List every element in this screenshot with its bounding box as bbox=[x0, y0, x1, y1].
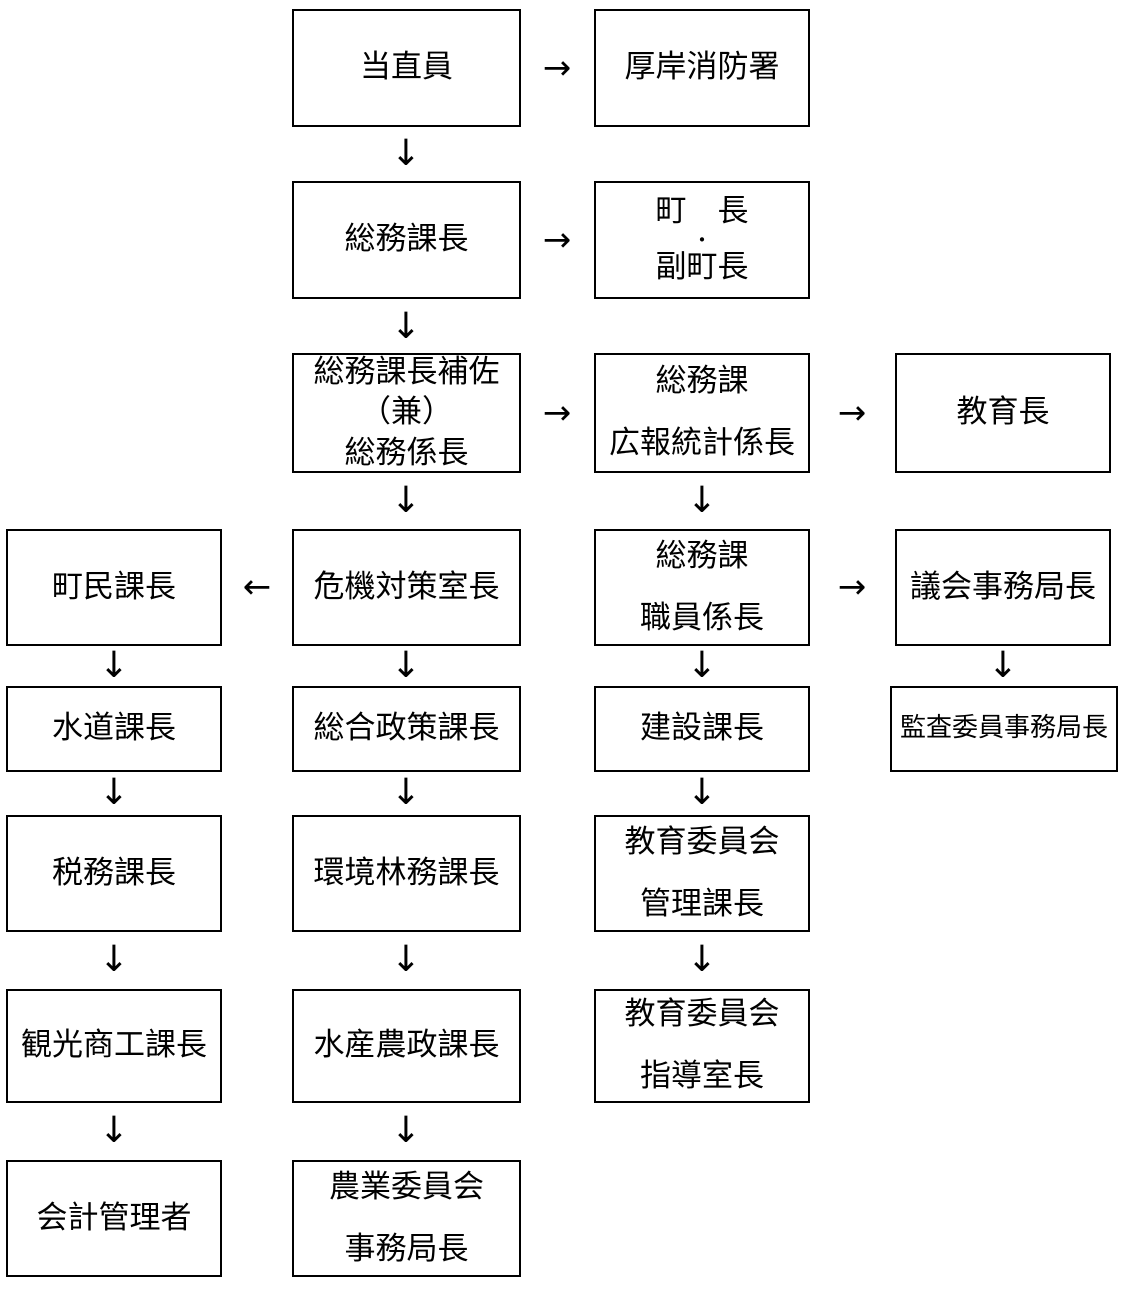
node-akkeshi-fire-station-label: 厚岸消防署 bbox=[624, 49, 780, 86]
down-arrow-icon: ↓ bbox=[686, 939, 718, 980]
node-superintendent-of-education: 教育長 bbox=[895, 353, 1111, 473]
right-arrow-icon: → bbox=[837, 393, 867, 433]
node-personnel-subsection-chief: 総務課 職員係長 bbox=[594, 529, 810, 646]
node-pr-statistics-subsection-chief: 総務課 広報統計係長 bbox=[594, 353, 810, 473]
node-audit-secretariat-head-label: 監査委員事務局長 bbox=[899, 713, 1108, 744]
node-edu-board-admin-section-chief: 教育委員会 管理課長 bbox=[594, 815, 810, 932]
node-water-section-chief: 水道課長 bbox=[6, 686, 222, 772]
down-arrow-icon: ↓ bbox=[686, 645, 718, 686]
down-arrow-icon: ↓ bbox=[686, 480, 718, 521]
node-fisheries-agriculture-section-chief-label: 水産農政課長 bbox=[313, 1027, 500, 1064]
down-arrow-icon: ↓ bbox=[390, 645, 422, 686]
node-mayor-deputy-mayor: 町 長 ・ 副町長 bbox=[594, 181, 810, 299]
down-arrow-icon: ↓ bbox=[390, 1110, 422, 1151]
node-edu-board-guidance-office-head: 教育委員会 指導室長 bbox=[594, 989, 810, 1103]
node-tax-section-chief: 税務課長 bbox=[6, 815, 222, 932]
node-edu-board-admin-line2: 管理課長 bbox=[640, 885, 764, 922]
node-residents-section-chief: 町民課長 bbox=[6, 529, 222, 646]
node-duty-officer-label: 当直員 bbox=[360, 49, 453, 86]
node-water-section-chief-label: 水道課長 bbox=[52, 710, 176, 747]
node-assembly-secretariat-head: 議会事務局長 bbox=[895, 529, 1111, 646]
node-fisheries-agriculture-section-chief: 水産農政課長 bbox=[292, 989, 521, 1103]
node-pr-statistics-line2: 広報統計係長 bbox=[609, 425, 795, 461]
node-ga-deputy-chief-line3: 総務係長 bbox=[344, 434, 469, 471]
node-personnel-line1: 総務課 bbox=[655, 537, 749, 574]
down-arrow-icon: ↓ bbox=[98, 772, 130, 813]
node-accounting-manager-label: 会計管理者 bbox=[36, 1199, 192, 1236]
node-pr-statistics-line1: 総務課 bbox=[655, 363, 749, 400]
right-arrow-icon: → bbox=[542, 393, 572, 433]
node-construction-section-chief-label: 建設課長 bbox=[640, 710, 764, 747]
node-environment-forestry-section-chief: 環境林務課長 bbox=[292, 815, 521, 932]
node-general-affairs-section-chief-label: 総務課長 bbox=[344, 221, 469, 258]
node-comprehensive-policy-section-chief: 総合政策課長 bbox=[292, 686, 521, 772]
down-arrow-icon: ↓ bbox=[686, 772, 718, 813]
node-ga-deputy-chief-line2: （兼） bbox=[360, 394, 453, 431]
node-deputy-mayor-label: 副町長 bbox=[655, 249, 749, 285]
node-tax-section-chief-label: 税務課長 bbox=[52, 854, 176, 891]
node-comprehensive-policy-section-chief-label: 総合政策課長 bbox=[313, 710, 500, 747]
down-arrow-icon: ↓ bbox=[987, 645, 1019, 686]
node-duty-officer: 当直員 bbox=[292, 9, 521, 127]
node-construction-section-chief: 建設課長 bbox=[594, 686, 810, 772]
down-arrow-icon: ↓ bbox=[98, 1110, 130, 1151]
node-agricultural-committee-line2: 事務局長 bbox=[344, 1230, 469, 1267]
node-ga-deputy-chief: 総務課長補佐 （兼） 総務係長 bbox=[292, 353, 521, 473]
node-edu-board-admin-line1: 教育委員会 bbox=[624, 823, 780, 860]
down-arrow-icon: ↓ bbox=[98, 939, 130, 980]
node-ga-deputy-chief-line1: 総務課長補佐 bbox=[313, 353, 500, 390]
node-agricultural-committee-line1: 農業委員会 bbox=[329, 1168, 484, 1205]
node-crisis-management-office-head: 危機対策室長 bbox=[292, 529, 521, 646]
node-audit-secretariat-head: 監査委員事務局長 bbox=[890, 686, 1118, 772]
right-arrow-icon: → bbox=[542, 48, 572, 88]
node-tourism-commerce-section-chief: 観光商工課長 bbox=[6, 989, 222, 1103]
node-accounting-manager: 会計管理者 bbox=[6, 1160, 222, 1277]
down-arrow-icon: ↓ bbox=[390, 306, 422, 347]
node-superintendent-of-education-label: 教育長 bbox=[956, 394, 1050, 431]
down-arrow-icon: ↓ bbox=[390, 133, 422, 174]
node-personnel-line2: 職員係長 bbox=[640, 599, 764, 636]
node-mayor-separator-dot: ・ bbox=[692, 228, 712, 252]
down-arrow-icon: ↓ bbox=[390, 480, 422, 521]
node-mayor-label: 町 長 bbox=[655, 193, 749, 230]
node-environment-forestry-section-chief-label: 環境林務課長 bbox=[313, 854, 500, 891]
left-arrow-icon: ← bbox=[242, 567, 272, 607]
node-general-affairs-section-chief: 総務課長 bbox=[292, 181, 521, 299]
node-assembly-secretariat-head-label: 議会事務局長 bbox=[910, 568, 1096, 605]
node-tourism-commerce-section-chief-label: 観光商工課長 bbox=[21, 1027, 207, 1064]
down-arrow-icon: ↓ bbox=[390, 772, 422, 813]
node-residents-section-chief-label: 町民課長 bbox=[52, 568, 176, 605]
right-arrow-icon: → bbox=[542, 220, 572, 260]
node-edu-board-guidance-line1: 教育委員会 bbox=[624, 996, 780, 1033]
node-akkeshi-fire-station: 厚岸消防署 bbox=[594, 9, 810, 127]
node-edu-board-guidance-line2: 指導室長 bbox=[640, 1058, 764, 1094]
node-crisis-management-office-head-label: 危機対策室長 bbox=[313, 568, 500, 605]
down-arrow-icon: ↓ bbox=[98, 645, 130, 686]
node-agricultural-committee-secretariat-head: 農業委員会 事務局長 bbox=[292, 1160, 521, 1277]
down-arrow-icon: ↓ bbox=[390, 939, 422, 980]
right-arrow-icon: → bbox=[837, 567, 867, 607]
